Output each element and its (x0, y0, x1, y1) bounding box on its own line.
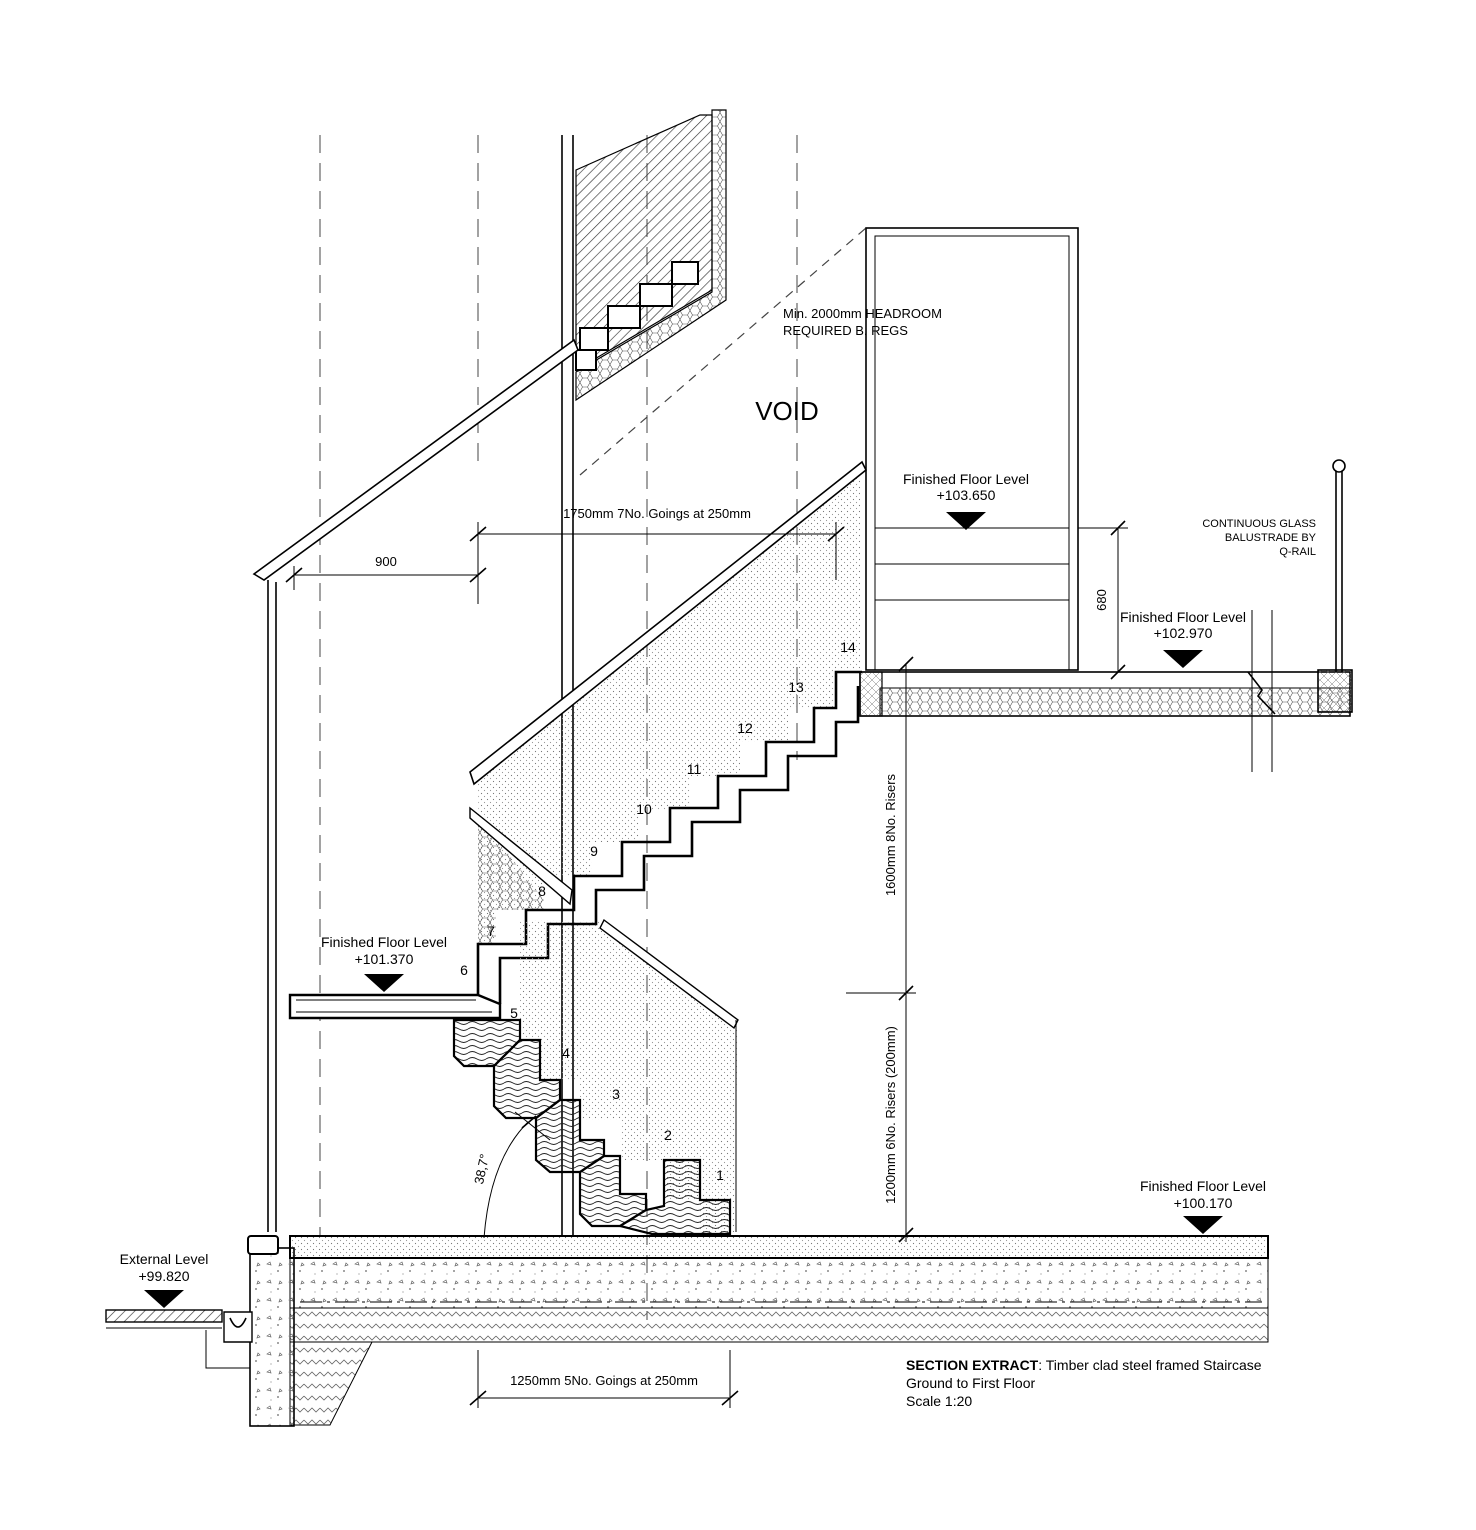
svg-text:+101.370: +101.370 (355, 951, 414, 967)
landing-slab (288, 993, 502, 1020)
upper-floor-fragment (561, 109, 727, 1235)
level-marker-ffl-top: Finished Floor Level +103.650 (903, 471, 1029, 530)
svg-text:Scale 1:20: Scale 1:20 (906, 1393, 972, 1409)
headroom-frame (865, 227, 1079, 671)
balustrade-note: CONTINUOUS GLASS BALUSTRADE BY Q-RAIL (1202, 518, 1316, 558)
svg-text:Finished Floor Level: Finished Floor Level (1140, 1178, 1266, 1194)
pitch-angle: 38,7° (471, 1111, 551, 1239)
first-floor-slab (859, 610, 1353, 772)
lower-flight (452, 918, 739, 1236)
svg-text:+100.170: +100.170 (1174, 1195, 1233, 1211)
step-number: 14 (840, 639, 856, 655)
step-number: 6 (460, 962, 468, 978)
svg-text:1200mm 6No. Risers (200mm): 1200mm 6No. Risers (200mm) (883, 1026, 898, 1204)
step-number: 13 (788, 679, 804, 695)
dimension-risers: 1600mm 8No. Risers 1200mm 6No. Risers (2… (846, 656, 916, 1243)
headroom-note: Min. 2000mm HEADROOM REQUIRED B. REGS (783, 306, 942, 338)
step-number: 12 (737, 720, 753, 736)
dimension-offset: 900 (285, 554, 487, 590)
step-number: 4 (562, 1045, 570, 1061)
svg-text:1250mm 5No. Goings at 250mm: 1250mm 5No. Goings at 250mm (510, 1373, 698, 1388)
svg-text:Finished Floor Level: Finished Floor Level (1120, 609, 1246, 625)
ground-floor-buildup (247, 1235, 1269, 1427)
step-number: 7 (487, 923, 495, 939)
svg-text:CONTINUOUS GLASS: CONTINUOUS GLASS (1202, 518, 1316, 530)
level-marker-ffl-ground: Finished Floor Level +100.170 (1140, 1178, 1266, 1234)
svg-text:Min. 2000mm HEADROOM: Min. 2000mm HEADROOM (783, 306, 942, 321)
svg-text:BALUSTRADE BY: BALUSTRADE BY (1225, 532, 1317, 544)
dimension-upper-goings: 1750mm 7No. Goings at 250mm (469, 506, 845, 604)
level-marker-ffl-first: Finished Floor Level +102.970 (1120, 609, 1246, 668)
svg-text:1750mm 7No. Goings at 250mm: 1750mm 7No. Goings at 250mm (563, 506, 751, 521)
svg-text:900: 900 (375, 554, 397, 569)
svg-text:Q-RAIL: Q-RAIL (1279, 546, 1316, 558)
svg-text:REQUIRED B. REGS: REQUIRED B. REGS (783, 323, 908, 338)
step-number: 11 (687, 761, 702, 777)
section-caption: SECTION EXTRACT: Timber clad steel frame… (906, 1357, 1262, 1409)
step-numbers: 1 2 3 4 5 6 7 8 9 10 11 12 13 14 (460, 639, 856, 1183)
svg-text:680: 680 (1094, 589, 1109, 611)
svg-text:1600mm 8No. Risers: 1600mm 8No. Risers (883, 773, 898, 896)
svg-text:+102.970: +102.970 (1154, 625, 1213, 641)
glass-balustrade (1332, 459, 1346, 672)
upper-flight (469, 460, 868, 1004)
step-number: 2 (664, 1127, 672, 1143)
svg-text:Ground to First Floor: Ground to First Floor (906, 1375, 1035, 1391)
svg-text:External Level: External Level (120, 1251, 209, 1267)
svg-text:SECTION EXTRACT: Timber clad s: SECTION EXTRACT: Timber clad steel frame… (906, 1357, 1262, 1373)
step-number: 8 (538, 883, 546, 899)
level-marker-external: External Level +99.820 (120, 1251, 209, 1308)
level-marker-ffl-landing: Finished Floor Level +101.370 (321, 934, 447, 992)
step-number: 3 (612, 1086, 620, 1102)
roof-and-wall (252, 338, 579, 1232)
svg-text:Finished Floor Level: Finished Floor Level (321, 934, 447, 950)
step-number: 1 (716, 1167, 724, 1183)
void-label: VOID (755, 396, 819, 426)
dimension-lower-goings: 1250mm 5No. Goings at 250mm (469, 1350, 739, 1408)
svg-text:+99.820: +99.820 (139, 1268, 190, 1284)
external-paving (105, 1309, 253, 1369)
svg-text:Finished Floor Level: Finished Floor Level (903, 471, 1029, 487)
dimension-680: 680 (1078, 520, 1128, 680)
step-number: 10 (636, 801, 652, 817)
step-number: 5 (510, 1005, 518, 1021)
svg-text:+103.650: +103.650 (937, 487, 996, 503)
step-number: 9 (590, 843, 598, 859)
svg-text:38,7°: 38,7° (471, 1153, 492, 1186)
